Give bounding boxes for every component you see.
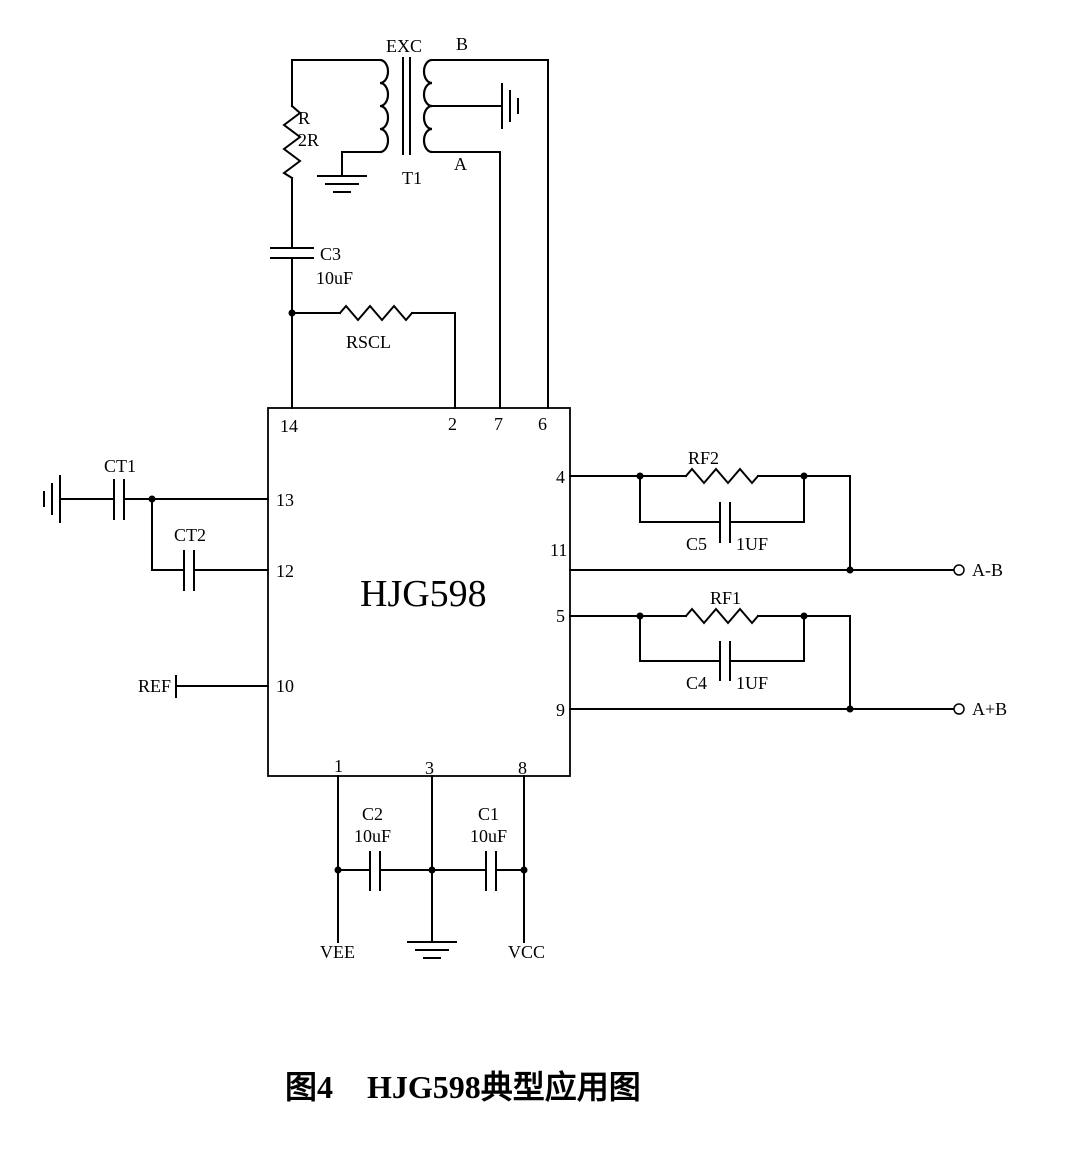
ic-name: HJG598 (360, 573, 487, 615)
junction-a-minus-b (846, 566, 854, 574)
wire-c4-right (731, 615, 805, 662)
pin-9-label: 9 (556, 700, 565, 720)
transformer-b-label: B (456, 34, 468, 54)
pin-7-label: 7 (494, 414, 503, 434)
output-a-minus-b-label: A-B (972, 560, 1003, 580)
junction-a-plus-b (846, 705, 854, 713)
pin-14-label: 14 (280, 416, 298, 436)
wire-rf1-right (757, 615, 851, 710)
resistor-r-value: 2R (298, 130, 319, 150)
ref-label: REF (138, 676, 171, 696)
transformer-exc-label: EXC (386, 36, 422, 56)
wire-c5-right (731, 475, 805, 523)
ground-symbol-center-tap (501, 83, 519, 129)
wire-exc-top (291, 59, 381, 107)
pin-1-label: 1 (334, 756, 343, 776)
ground-symbol-bottom (407, 941, 457, 959)
capacitor-ct1 (113, 479, 125, 520)
wire-c4-left (639, 615, 719, 662)
wire-ct2-left (151, 498, 183, 571)
terminal-a-plus-b (953, 703, 965, 715)
capacitor-ct2-name: CT2 (174, 525, 206, 545)
wire-exc-bottom (341, 151, 381, 175)
wire-rf2-right (757, 475, 851, 571)
resistor-rf1 (684, 607, 760, 625)
capacitor-c5 (719, 502, 731, 543)
junction-gnd (428, 866, 436, 874)
capacitor-c1 (485, 851, 497, 891)
capacitor-c1-name: C1 (478, 804, 499, 824)
capacitor-c3 (270, 247, 314, 259)
wire-c5-left (639, 475, 719, 523)
capacitor-ct1-name: CT1 (104, 456, 136, 476)
pin-10-label: 10 (276, 676, 294, 696)
supply-vcc-label: VCC (508, 942, 545, 962)
resistor-r (282, 104, 302, 180)
ic-body (267, 407, 571, 777)
ground-symbol-ct1 (43, 475, 61, 523)
capacitor-ct2 (183, 550, 195, 591)
pin-5-label: 5 (556, 606, 565, 626)
capacitor-c4-value: 1UF (736, 673, 768, 693)
figure-title: HJG598典型应用图 (367, 1069, 641, 1105)
pin-3-label: 3 (425, 758, 434, 778)
capacitor-c2-name: C2 (362, 804, 383, 824)
figure-caption: 图4 HJG598典型应用图 (285, 1069, 641, 1105)
resistor-rf2-name: RF2 (688, 448, 719, 468)
figure-number: 图4 (285, 1069, 333, 1105)
wire-rscl-pin2 (411, 312, 456, 409)
wire-b-pin6 (431, 59, 549, 409)
pin-2-label: 2 (448, 414, 457, 434)
junction-vcc (520, 866, 528, 874)
pin-12-label: 12 (276, 561, 294, 581)
capacitor-c2-value: 10uF (354, 826, 391, 846)
terminal-a-minus-b (953, 564, 965, 576)
pin-13-label: 13 (276, 490, 294, 510)
capacitor-c1-value: 10uF (470, 826, 507, 846)
capacitor-c3-name: C3 (320, 244, 341, 264)
capacitor-c5-value: 1UF (736, 534, 768, 554)
ground-symbol-t1 (317, 175, 367, 193)
wire-a-pin7 (431, 151, 501, 409)
capacitor-c3-value: 10uF (316, 268, 353, 288)
resistor-r-name: R (298, 108, 310, 128)
pin-6-label: 6 (538, 414, 547, 434)
resistor-rf2 (684, 467, 760, 485)
capacitor-c4 (719, 641, 731, 681)
capacitor-c4-name: C4 (686, 673, 707, 693)
transformer-t1-label: T1 (402, 168, 422, 188)
pin-11-label: 11 (550, 540, 567, 560)
output-a-plus-b-label: A+B (972, 699, 1007, 719)
junction-vee (334, 866, 342, 874)
capacitor-c2 (369, 851, 381, 891)
transformer-a-label: A (454, 154, 467, 174)
pin-4-label: 4 (556, 467, 565, 487)
transformer-t1 (379, 57, 433, 155)
resistor-rf1-name: RF1 (710, 588, 741, 608)
supply-vee-label: VEE (320, 942, 355, 962)
capacitor-c5-name: C5 (686, 534, 707, 554)
resistor-rscl (338, 304, 414, 322)
pin-8-label: 8 (518, 758, 527, 778)
resistor-rscl-name: RSCL (346, 332, 391, 352)
